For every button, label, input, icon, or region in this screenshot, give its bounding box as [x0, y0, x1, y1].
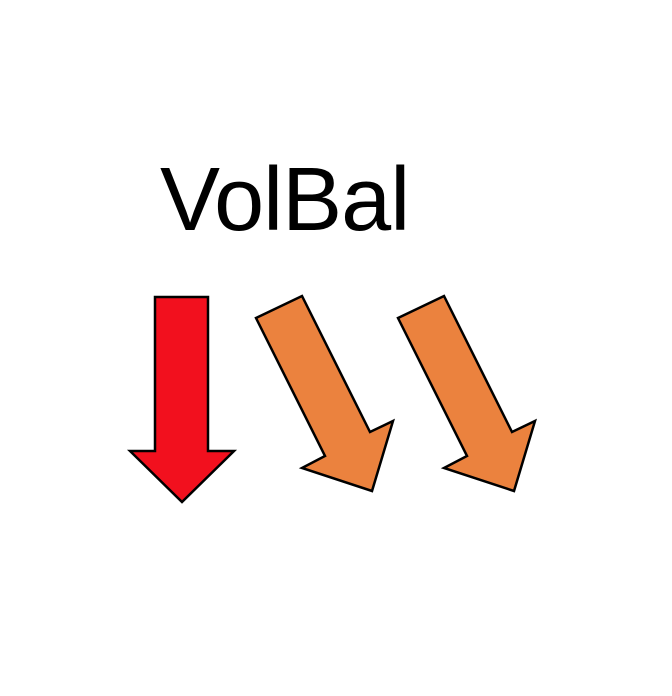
diagonal-arrow-2-icon: [396, 294, 538, 493]
diagonal-arrow-1-icon: [254, 294, 396, 493]
diagram-title: VolBal: [160, 150, 410, 250]
down-arrow-icon: [126, 295, 238, 504]
